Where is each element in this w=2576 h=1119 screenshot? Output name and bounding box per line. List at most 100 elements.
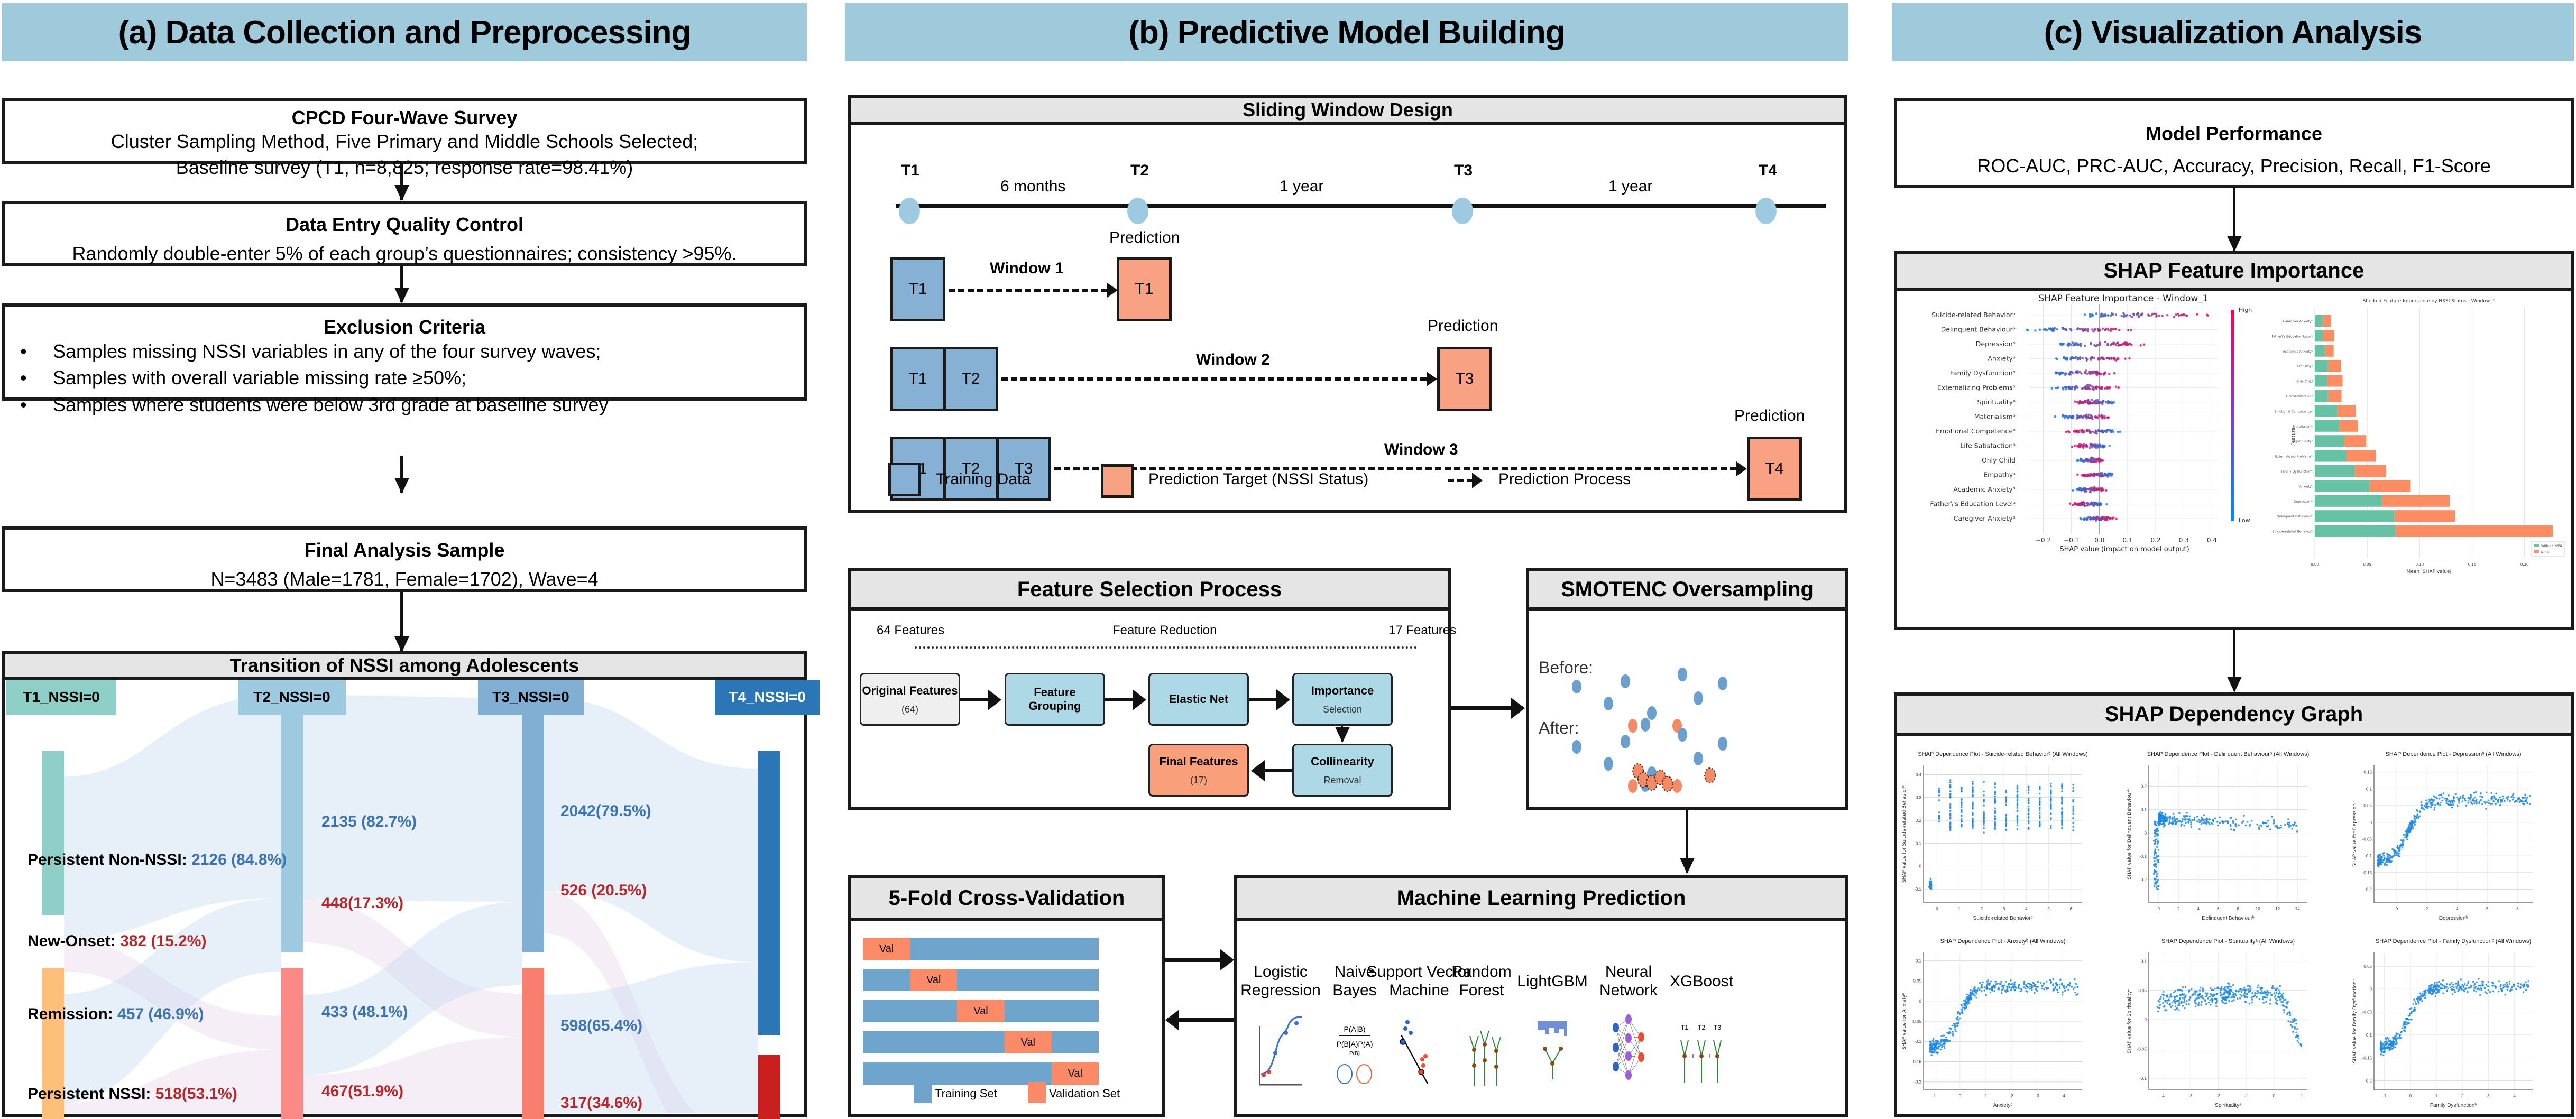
beeswarm-point xyxy=(2092,389,2095,391)
dependence-point xyxy=(2473,796,2476,799)
beeswarm-point xyxy=(2090,460,2093,463)
dependence-point xyxy=(2406,838,2408,840)
dependence-point xyxy=(2397,1037,2399,1039)
bar-nssi xyxy=(2346,450,2376,462)
dependence-plot-title: SHAP Dependence Plot - Suicide-related B… xyxy=(1918,751,2087,757)
dependence-xtick: 0 xyxy=(1959,1094,1962,1098)
model-label: LightGBM xyxy=(1517,973,1588,990)
dependence-point xyxy=(2016,794,2019,797)
dependence-point xyxy=(1983,794,1985,797)
dependence-ytick: -0.2 xyxy=(2365,1079,2372,1084)
feature-selection-panel: Feature Selection Process 64 Features Fe… xyxy=(848,568,1456,810)
beeswarm-point xyxy=(2102,313,2105,316)
dependence-point xyxy=(2069,982,2072,984)
dependence-point xyxy=(2184,817,2187,820)
dependence-point xyxy=(2166,996,2168,998)
dependence-point xyxy=(2438,989,2441,992)
beeswarm-row xyxy=(2026,326,2132,333)
dependence-point xyxy=(1961,815,1963,817)
beeswarm-point xyxy=(2075,341,2077,345)
cv-legend-validation-swatch xyxy=(1028,1082,1046,1103)
dependence-point xyxy=(2205,822,2207,825)
dependence-point xyxy=(2398,853,2400,855)
dependence-point xyxy=(2231,1000,2233,1002)
dependence-point xyxy=(1983,781,1985,783)
dependence-point xyxy=(1983,824,1985,826)
dependence-point xyxy=(2016,807,2019,809)
beeswarm-point xyxy=(2195,313,2198,316)
fs-arrow xyxy=(1105,698,1144,701)
beeswarm-point xyxy=(2091,372,2094,375)
dependence-point xyxy=(2437,985,2440,988)
majority-sample-after xyxy=(1621,735,1630,748)
dependence-point xyxy=(1961,789,1963,791)
beeswarm-point xyxy=(2069,371,2072,374)
beeswarm-point xyxy=(2078,429,2081,432)
dependence-point xyxy=(2254,992,2256,994)
dependence-point xyxy=(2230,990,2232,993)
dependence-point xyxy=(1966,993,1968,996)
dependence-point xyxy=(2159,811,2162,813)
dependence-point xyxy=(2027,982,2029,985)
dependence-point xyxy=(2251,1001,2253,1004)
dependence-point xyxy=(2072,790,2074,792)
dependence-point xyxy=(2157,885,2159,887)
beeswarm-point xyxy=(2086,430,2089,432)
dependence-point xyxy=(1983,790,1985,793)
dependence-point xyxy=(2247,985,2249,987)
node-bar-t4-0 xyxy=(758,751,780,1035)
dependence-point xyxy=(2388,1049,2391,1051)
dependence-point xyxy=(2185,1003,2188,1005)
beeswarm-point xyxy=(2065,415,2068,418)
stacked-bar-category: Materialismᵇ xyxy=(2293,425,2313,429)
dependence-point xyxy=(2228,1000,2230,1002)
beeswarm-point xyxy=(2084,415,2087,419)
dependence-point xyxy=(1987,979,1989,982)
dependence-point xyxy=(2157,830,2159,832)
dependence-point xyxy=(2416,813,2419,816)
dependence-point xyxy=(1961,808,1963,811)
dependence-ytick: -0.1 xyxy=(2365,854,2372,858)
stacked-bar-category: Father\'s Education Levelᵃ xyxy=(2271,335,2313,338)
dependence-point xyxy=(2524,797,2526,799)
beeswarm-point xyxy=(2071,504,2074,506)
dependence-point xyxy=(2511,799,2514,801)
dependence-point xyxy=(1938,815,1940,817)
model-performance-box: Model Performance ROC-AUC, PRC-AUC, Accu… xyxy=(1894,98,2574,188)
beeswarm-point xyxy=(2090,399,2093,401)
dependence-point xyxy=(2385,1039,2387,1041)
dependence-plot-title: SHAP Dependence Plot - Spiritualityᵃ (Al… xyxy=(2161,938,2295,945)
dependence-point xyxy=(2456,984,2459,987)
dependence-xtick: -1 xyxy=(2244,1094,2249,1098)
timepoint-dot xyxy=(1755,198,1777,224)
bar-nssi xyxy=(2369,480,2411,492)
dependence-point xyxy=(2005,796,2008,798)
dependence-point xyxy=(2381,853,2384,855)
dependence-point xyxy=(2223,993,2225,995)
dependence-point xyxy=(2198,821,2201,824)
window1-train-t1: T1 xyxy=(890,257,945,321)
dependence-point xyxy=(2198,997,2201,1000)
dependence-point xyxy=(1970,994,1972,996)
dependence-point xyxy=(1975,990,1977,992)
survey-box: CPCD Four-Wave Survey Cluster Sampling M… xyxy=(2,98,807,178)
dependence-point xyxy=(2445,802,2448,804)
beeswarm-point xyxy=(2078,487,2081,489)
dependence-point xyxy=(2414,1001,2417,1003)
dependence-point xyxy=(2470,796,2472,798)
sliding-window-title: Sliding Window Design xyxy=(851,98,1844,125)
dependence-point xyxy=(2045,986,2047,989)
beeswarm-point xyxy=(2112,430,2115,433)
dependence-point xyxy=(2403,1021,2405,1023)
dependence-point xyxy=(2474,791,2477,793)
dependence-point xyxy=(2180,994,2182,996)
dependence-point xyxy=(1970,998,1972,1001)
dependence-point xyxy=(2527,986,2529,988)
majority-sample-after xyxy=(1694,752,1703,765)
dependence-point xyxy=(1972,813,1974,815)
dependence-point xyxy=(2271,816,2273,818)
dependence-point xyxy=(2289,1021,2292,1023)
beeswarm-point xyxy=(2081,429,2084,431)
beeswarm-point xyxy=(2113,357,2115,359)
dependence-point xyxy=(1991,986,1993,988)
